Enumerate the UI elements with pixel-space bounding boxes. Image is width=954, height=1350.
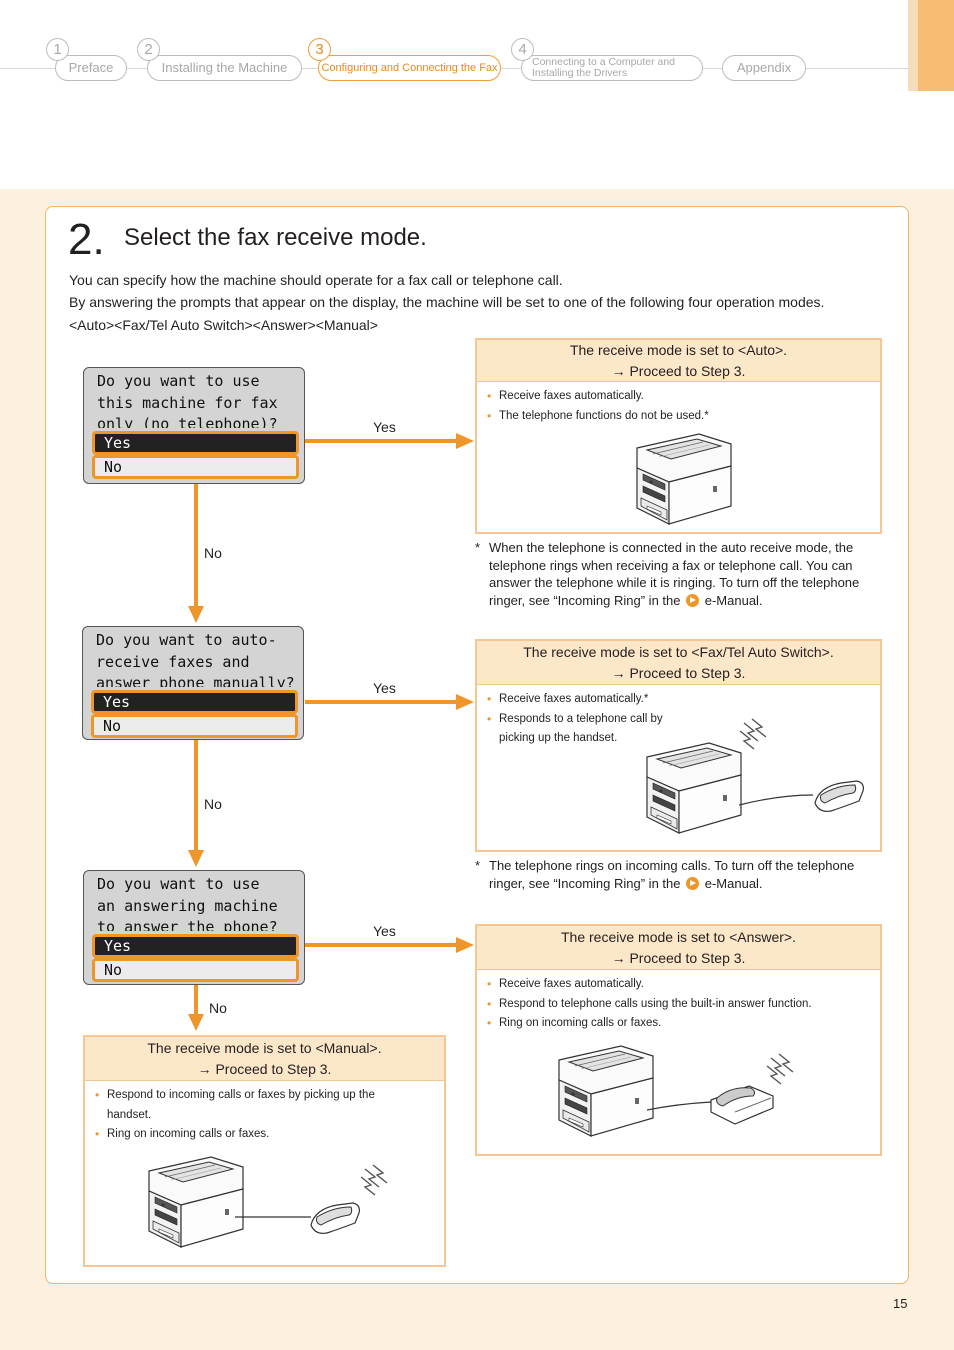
lcd-question-text: Do you want to use an answering machine …: [97, 875, 278, 931]
intro-line-2: By answering the prompts that appear on …: [69, 294, 825, 310]
intro-line-3: <Auto><Fax/Tel Auto Switch><Answer><Manu…: [69, 317, 378, 333]
lcd-option-yes[interactable]: Yes: [91, 690, 298, 714]
step-number: 2.: [68, 215, 105, 264]
result-mode-line: The receive mode is set to <Manual>.: [147, 1040, 382, 1056]
result-auto: The receive mode is set to <Auto>. → Pro…: [475, 338, 882, 534]
flow-label-yes: Yes: [373, 680, 396, 696]
result-bullet: Responds to a telephone call by picking …: [487, 710, 665, 749]
step-title: Select the fax receive mode.: [124, 224, 427, 251]
flow-label-yes: Yes: [373, 923, 396, 939]
lcd-question-auto-receive: Do you want to auto- receive faxes and a…: [82, 626, 304, 740]
e-manual-icon: [686, 876, 700, 890]
lcd-option-yes[interactable]: Yes: [92, 934, 299, 958]
lcd-option-no[interactable]: No: [92, 455, 299, 479]
printer-image: [558, 1045, 654, 1137]
result-answer: The receive mode is set to <Answer>. → P…: [475, 924, 882, 1156]
result-header: The receive mode is set to <Answer>. → P…: [477, 926, 880, 970]
result-header: The receive mode is set to <Auto>. → Pro…: [477, 340, 880, 382]
result-manual: The receive mode is set to <Manual>. → P…: [83, 1035, 446, 1267]
printer-image: [646, 742, 742, 834]
lcd-question-answering-machine: Do you want to use an answering machine …: [83, 870, 305, 985]
result-bullet: Receive faxes automatically.*: [487, 690, 880, 710]
tab-preface[interactable]: Preface: [55, 55, 127, 81]
intro-line-1: You can specify how the machine should o…: [69, 272, 563, 288]
result-bullet: Respond to incoming calls or faxes by pi…: [95, 1086, 395, 1125]
note-fax-tel: * The telephone rings on incoming calls.…: [475, 858, 855, 891]
tab-configuring-fax[interactable]: Configuring and Connecting the Fax: [318, 55, 501, 81]
printer-image: [636, 433, 732, 525]
flow-label-no: No: [209, 1000, 227, 1016]
tab-installing-machine[interactable]: Installing the Machine: [147, 55, 302, 81]
result-bullet: Ring on incoming calls or faxes.: [95, 1125, 444, 1145]
arrow-icon: →: [611, 363, 630, 379]
result-bullet: Ring on incoming calls or faxes.: [487, 1014, 880, 1034]
telephone-image: [739, 718, 865, 812]
proceed-line: → Proceed to Step 3.: [611, 665, 746, 681]
arrow-icon: →: [197, 1061, 216, 1077]
lcd-option-no[interactable]: No: [91, 714, 298, 738]
result-bullet: Receive faxes automatically.: [487, 387, 880, 407]
tab-number-1: 1: [46, 38, 69, 61]
flow-label-no: No: [204, 545, 222, 561]
result-bullet: Receive faxes automatically.: [487, 975, 880, 995]
flow-label-no: No: [204, 796, 222, 812]
result-bullet: The telephone functions do not be used.*: [487, 407, 880, 427]
lcd-question-text: Do you want to use this machine for fax …: [97, 372, 278, 428]
tab-number-4: 4: [511, 38, 534, 61]
arrow-icon: →: [611, 950, 630, 966]
page-number: 15: [893, 1296, 908, 1311]
answering-machine-image: [647, 1053, 794, 1125]
lcd-question-text: Do you want to auto- receive faxes and a…: [96, 631, 295, 687]
result-mode-line: The receive mode is set to <Answer>.: [561, 929, 796, 945]
result-bullet: Respond to telephone calls using the bui…: [487, 995, 880, 1015]
result-header: The receive mode is set to <Manual>. → P…: [85, 1037, 444, 1081]
tab-number-3: 3: [308, 38, 331, 61]
result-mode-line: The receive mode is set to <Fax/Tel Auto…: [523, 644, 834, 660]
result-header: The receive mode is set to <Fax/Tel Auto…: [477, 641, 880, 685]
tab-label-line1: Connecting to a Computer and: [532, 56, 676, 68]
tab-appendix[interactable]: Appendix: [722, 55, 806, 81]
tab-label-line2: Installing the Drivers: [532, 67, 628, 79]
tab-number-2: 2: [137, 38, 160, 61]
result-fax-tel-auto-switch: The receive mode is set to <Fax/Tel Auto…: [475, 639, 882, 852]
printer-image: [148, 1156, 244, 1248]
proceed-line: → Proceed to Step 3.: [197, 1061, 332, 1077]
proceed-line: → Proceed to Step 3.: [611, 363, 746, 379]
note-auto: * When the telephone is connected in the…: [475, 540, 860, 608]
lcd-option-no[interactable]: No: [92, 958, 299, 982]
e-manual-icon: [686, 593, 700, 607]
flow-label-yes: Yes: [373, 419, 396, 435]
lcd-option-yes[interactable]: Yes: [92, 431, 299, 455]
arrow-icon: →: [611, 665, 630, 681]
tab-connecting-computer[interactable]: Connecting to a Computer and Installing …: [521, 55, 703, 81]
result-mode-line: The receive mode is set to <Auto>.: [569, 342, 788, 358]
lcd-question-fax-only: Do you want to use this machine for fax …: [83, 367, 305, 484]
telephone-image: [235, 1164, 388, 1234]
chapter-side-tab: [908, 0, 954, 91]
proceed-line: → Proceed to Step 3.: [611, 950, 746, 966]
